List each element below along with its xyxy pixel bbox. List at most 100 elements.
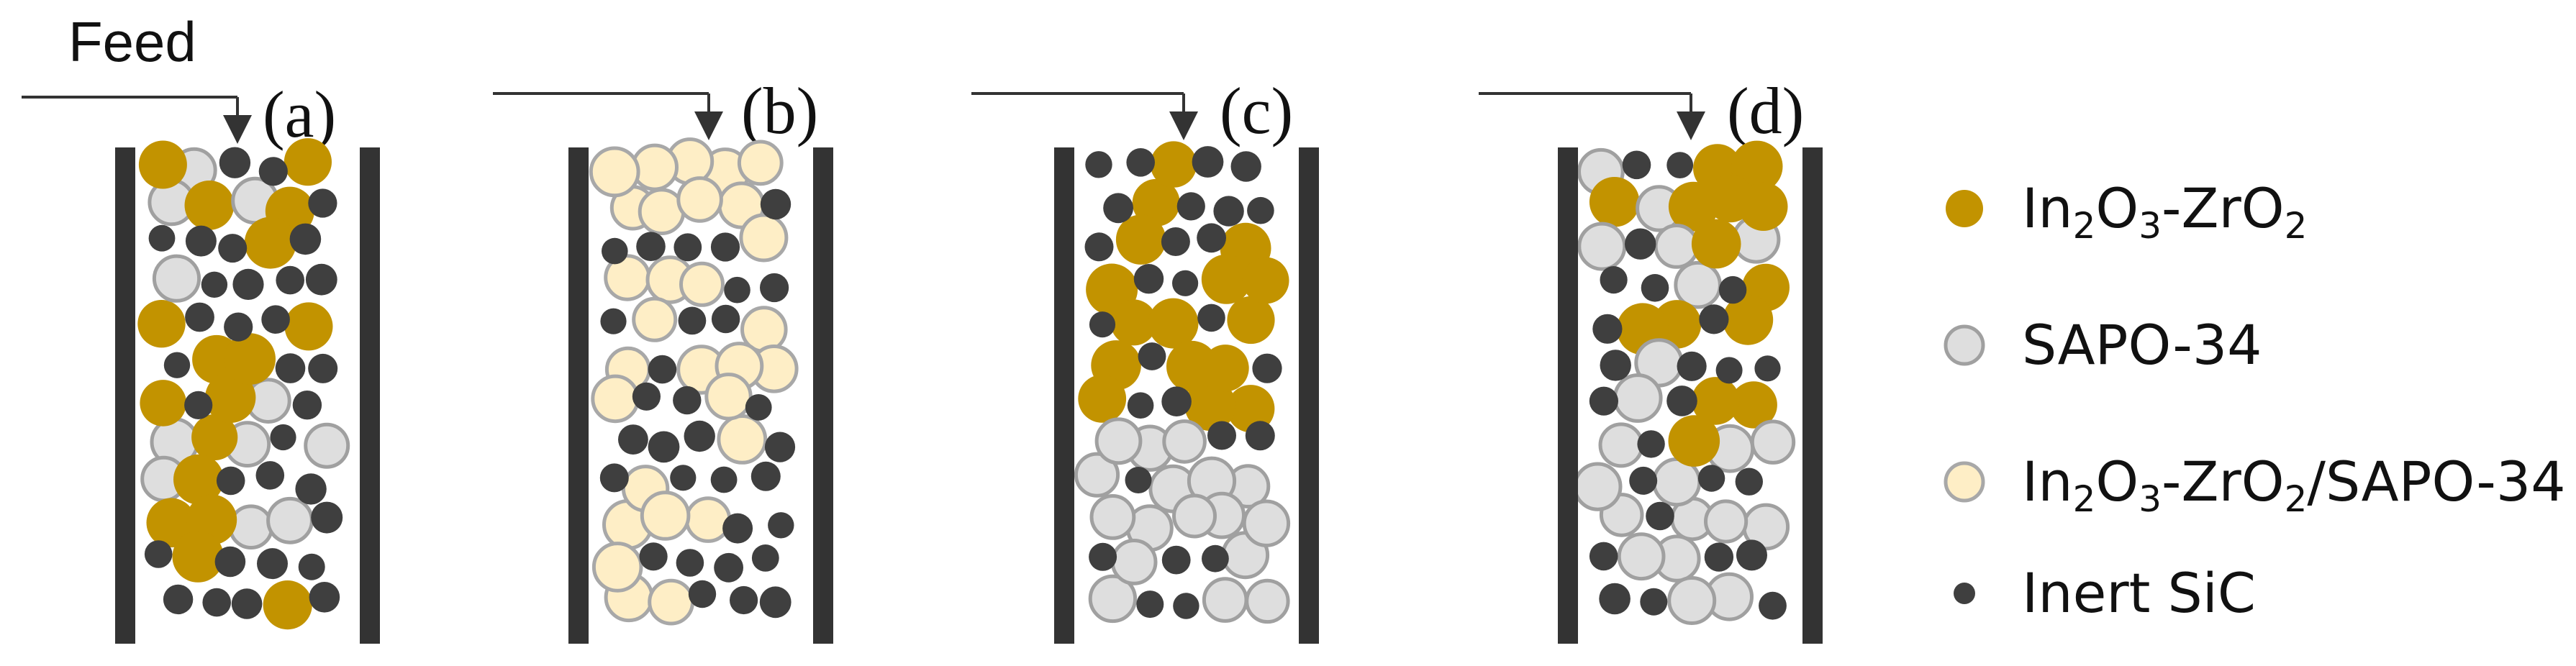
in2o3-zro2-particle — [1078, 375, 1127, 423]
panel-label: (b) — [741, 74, 818, 147]
sic-particle — [600, 308, 627, 334]
sic-particle — [1125, 467, 1152, 493]
feed-arrow — [22, 96, 252, 144]
in2o3-zro2-particle — [1148, 298, 1199, 349]
sapo-34-particle — [1617, 532, 1666, 581]
composite-particle — [684, 496, 732, 543]
in2o3-zro2-particle — [205, 372, 256, 423]
sapo-34-particle — [266, 496, 314, 544]
in2o3-zro2-particle — [1589, 176, 1640, 227]
in2o3-zro2-particle — [1132, 178, 1180, 227]
sic-particle — [163, 352, 191, 378]
sic-particle — [1629, 466, 1658, 495]
legend-label: Inert SiC — [2022, 561, 2256, 625]
sic-particle — [1192, 146, 1224, 178]
sapo-34-particle — [1242, 499, 1291, 547]
legend: In2O3-ZrO2SAPO-34In2O3-ZrO2/SAPO-34Inert… — [1944, 176, 2566, 625]
reactor-wall-right — [360, 147, 380, 644]
sic-particle — [292, 391, 322, 420]
sic-particle — [214, 546, 246, 578]
sic-particle — [257, 548, 288, 580]
sic-particle — [258, 157, 288, 186]
sapo-34-particle — [1245, 578, 1290, 624]
sic-particle — [678, 306, 707, 335]
sic-particle — [1136, 590, 1164, 619]
sic-particle — [1637, 430, 1665, 458]
sic-particle — [1084, 232, 1114, 262]
sic-particle — [219, 147, 251, 178]
sic-particle — [275, 353, 306, 383]
sic-particle — [674, 233, 702, 262]
sic-particle — [673, 386, 702, 415]
sic-particle — [1736, 539, 1767, 571]
in2o3-zro2-particle — [284, 302, 333, 351]
sic-particle — [1599, 583, 1631, 615]
sic-particle — [1161, 386, 1192, 416]
in2o3-zro2-particle — [1184, 379, 1236, 432]
sic-particle — [1247, 196, 1274, 224]
sic-particle — [295, 473, 327, 505]
sapo-34-particle — [1110, 539, 1158, 585]
composite-particle — [739, 213, 789, 263]
sic-particle — [751, 544, 779, 572]
sic-particle — [224, 312, 253, 342]
in2o3-zro2-particle — [1668, 181, 1718, 232]
sapo-34-particle — [1088, 574, 1138, 624]
in2o3-zro2-particle — [1668, 415, 1720, 467]
sic-particle — [1718, 275, 1747, 304]
composite-particle — [632, 296, 678, 342]
sic-particle — [216, 466, 245, 496]
sic-particle — [1666, 386, 1697, 416]
sic-particle — [1213, 196, 1244, 227]
sic-particle — [730, 585, 758, 615]
in2o3-zro2-particle — [1202, 345, 1249, 392]
legend-label: In2O3-ZrO2/SAPO-34 — [2022, 450, 2566, 520]
sic-particle — [710, 466, 738, 493]
composite-particle — [676, 176, 723, 223]
sic-particle — [232, 268, 264, 300]
sapo-34-particle — [1654, 224, 1700, 269]
in2o3-zro2-particle — [1227, 385, 1275, 433]
legend-marker — [1954, 583, 1975, 604]
sic-particle — [309, 582, 340, 613]
sic-particle — [1699, 304, 1729, 334]
legend-item-comp: In2O3-ZrO2/SAPO-34 — [1944, 450, 2566, 520]
in2o3-zro2-particle — [146, 498, 196, 548]
particle-bed — [1573, 140, 1796, 625]
sic-particle — [201, 271, 228, 298]
sapo-34-particle — [1577, 222, 1627, 271]
in2o3-zro2-particle — [1723, 294, 1774, 345]
sic-particle — [722, 513, 753, 544]
composite-particle — [737, 140, 784, 186]
sapo-34-particle — [1613, 373, 1663, 423]
sic-particle — [676, 549, 704, 577]
sic-particle — [618, 424, 648, 455]
sic-particle — [648, 431, 680, 463]
sic-particle — [1172, 270, 1199, 296]
sic-particle — [602, 237, 628, 265]
sic-particle — [1127, 392, 1154, 419]
in2o3-zro2-particle — [1691, 377, 1740, 425]
sapo-34-particle — [1598, 422, 1644, 468]
sic-particle — [1640, 588, 1668, 616]
sic-particle — [1245, 421, 1275, 451]
sic-particle — [1197, 304, 1225, 332]
sic-particle — [185, 225, 217, 257]
sapo-34-particle — [152, 254, 201, 303]
legend-label: In2O3-ZrO2 — [2022, 176, 2307, 247]
sic-particle — [750, 461, 781, 491]
legend-marker — [1944, 324, 1985, 366]
panel-label: (d) — [1727, 74, 1804, 147]
in2o3-zro2-particle — [1730, 381, 1777, 429]
reactor-wall-right — [813, 147, 833, 644]
sic-particle — [202, 588, 231, 617]
sic-particle — [1252, 353, 1282, 383]
legend-marker — [1946, 190, 1983, 227]
sic-particle — [1173, 593, 1199, 619]
composite-particle — [704, 373, 753, 421]
in2o3-zro2-particle — [137, 300, 186, 348]
sic-particle — [1133, 264, 1164, 294]
sic-particle — [688, 580, 717, 608]
sic-particle — [684, 420, 715, 452]
